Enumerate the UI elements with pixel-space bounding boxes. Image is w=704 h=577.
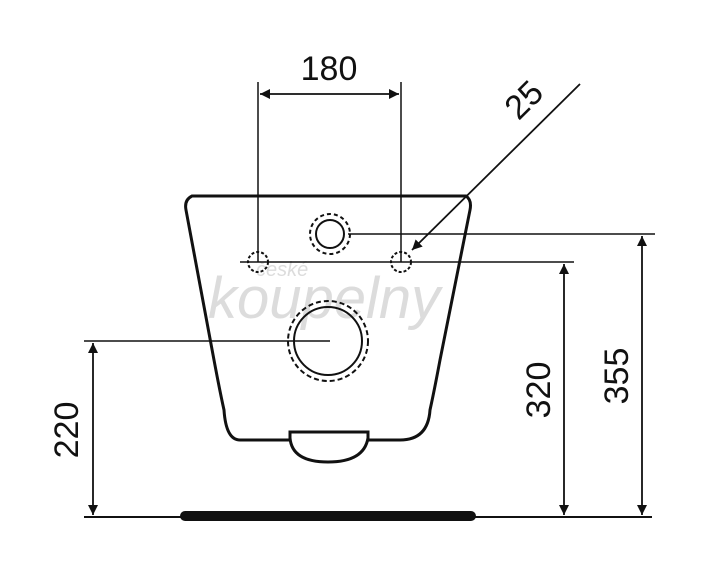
drain-hole-outer xyxy=(287,300,369,382)
dim-label-355: 355 xyxy=(598,348,636,405)
toilet-body-outline xyxy=(184,194,472,442)
watermark-small: české xyxy=(256,259,308,281)
inlet-hole-inner xyxy=(315,219,345,249)
dim-label-180: 180 xyxy=(301,50,358,88)
dim-label-320: 320 xyxy=(520,362,558,419)
leader-line-25 xyxy=(411,83,581,251)
toilet-outlet xyxy=(288,437,370,464)
watermark-large: koupelny xyxy=(208,266,443,331)
dim-label-25: 25 xyxy=(497,73,551,127)
dim-label-220: 220 xyxy=(48,402,86,459)
bowl-base xyxy=(180,511,476,521)
